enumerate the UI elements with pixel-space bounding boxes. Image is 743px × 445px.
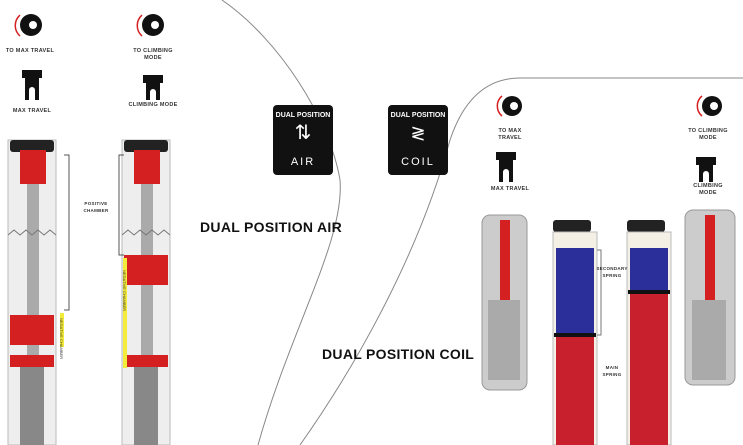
badge-air-bottom: AIR <box>290 156 316 168</box>
divider-curve-left <box>221 0 341 445</box>
shock-outer-left <box>481 214 528 391</box>
fork-icon <box>22 70 716 182</box>
title-dual-position-air: DUAL POSITION AIR <box>200 219 342 235</box>
badge-dual-position-coil: DUAL POSITION ≷ COIL <box>388 105 448 175</box>
air-left-dial-label: TO MAX TRAVEL <box>5 48 55 54</box>
air-fork-climbing <box>118 139 171 445</box>
coil-left-mode-label: MAX TRAVEL <box>490 186 530 192</box>
divider-curve-right <box>299 77 743 445</box>
air-right-mode-label: CLIMBING MODE <box>128 102 178 108</box>
shock-coil-climbing <box>626 220 672 445</box>
dial-icon <box>14 14 722 117</box>
coil-spring-icon: ≷ <box>410 123 426 143</box>
shock-coil-max <box>552 220 602 445</box>
shock-outer-right <box>684 209 736 386</box>
badge-air-top: DUAL POSITION <box>275 112 331 119</box>
coil-left-dial-label: TO MAX TRAVEL <box>498 128 522 141</box>
air-right-dial-label: TO CLIMBING MODE <box>133 48 173 61</box>
badge-coil-bottom: COIL <box>401 156 435 168</box>
main-spring-label: MAIN SPRING <box>602 365 622 377</box>
badge-dual-position-air: DUAL POSITION ⇅ AIR <box>273 105 333 175</box>
secondary-spring-label: SECONDARY SPRING <box>596 266 628 278</box>
air-fork-max-travel <box>7 139 70 445</box>
air-left-mode-label: MAX TRAVEL <box>12 108 52 114</box>
positive-chamber-label: POSITIVE CHAMBER <box>83 201 109 213</box>
title-dual-position-coil: DUAL POSITION COIL <box>322 346 475 362</box>
air-arrows-icon: ⇅ <box>294 122 312 144</box>
negative-chamber-label-2: NEGATIVE CHAMBER <box>122 270 127 312</box>
badge-coil-top: DUAL POSITION <box>390 112 446 119</box>
negative-chamber-label: NEGATIVE CHAMBER <box>59 318 64 360</box>
coil-right-dial-label: TO CLIMBING MODE <box>688 128 728 141</box>
coil-right-mode-label: CLIMBING MODE <box>693 183 723 196</box>
